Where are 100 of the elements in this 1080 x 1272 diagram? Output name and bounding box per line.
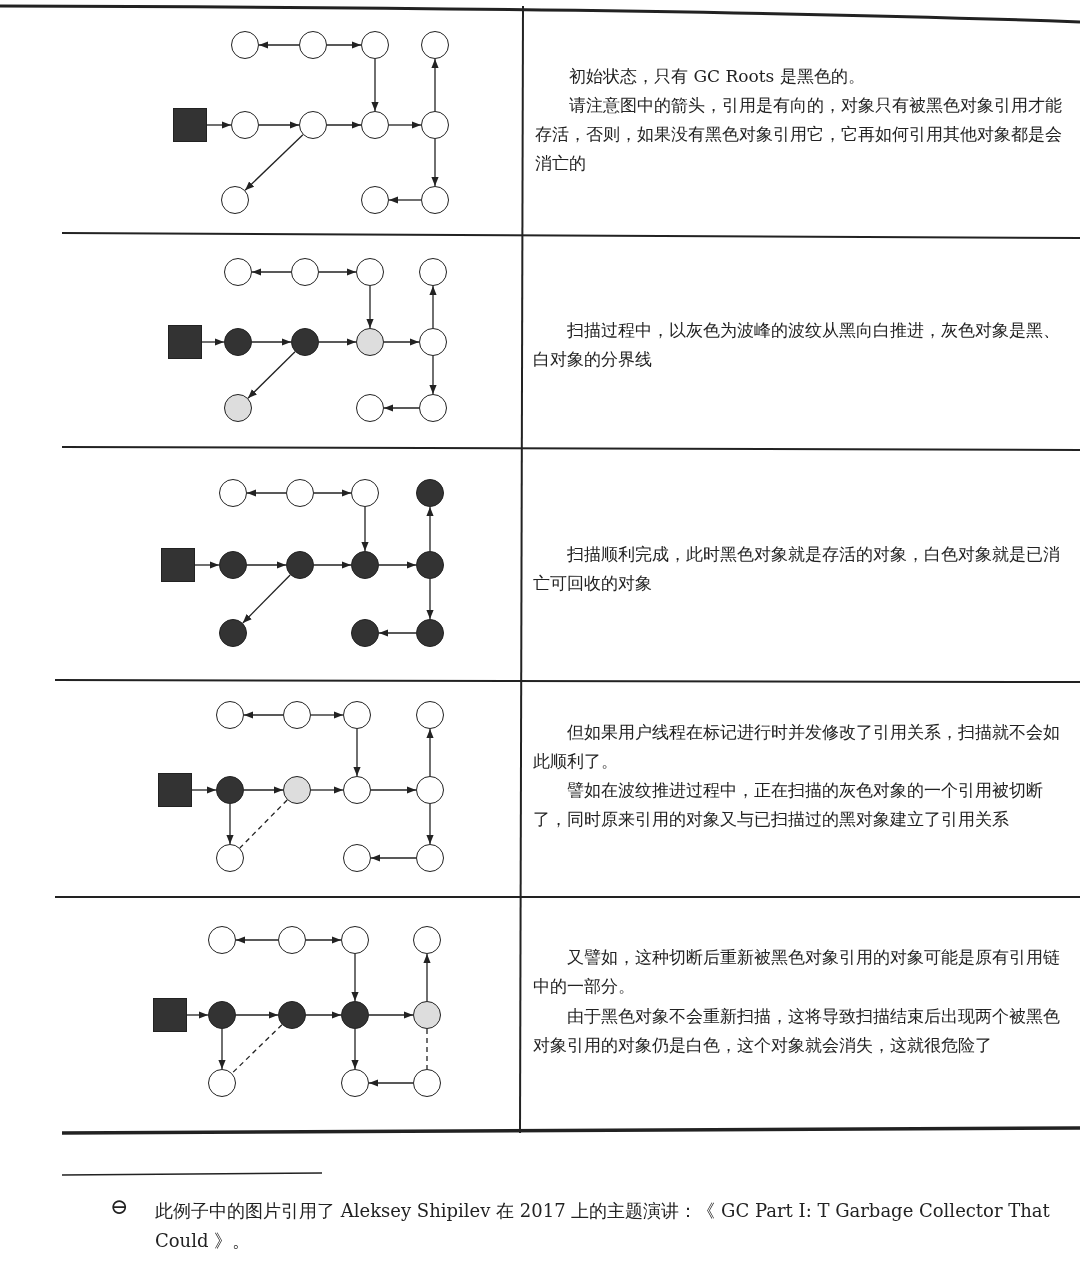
- description-text: 但如果用户线程在标记进行时并发修改了引用关系，扫描就不会如此顺利了。: [533, 721, 1061, 773]
- arrow: [368, 1079, 414, 1087]
- arrow: [258, 121, 300, 129]
- root-square: [153, 998, 187, 1032]
- arrow: [351, 953, 359, 1002]
- arrow: [218, 1028, 226, 1070]
- arrow: [226, 803, 234, 845]
- object-circle: [416, 619, 444, 647]
- object-circle: [221, 186, 249, 214]
- description-text: 请注意图中的箭头，引用是有向的，对象只有被黑色对象引用才能存活，否则，如果没有黑色对象引用它，它再如何引用其他对象都是会消亡的: [535, 94, 1063, 175]
- description-text: 又譬如，这种切断后重新被黑色对象引用的对象可能是原有引用链中的一部分。: [533, 946, 1061, 998]
- object-circle: [356, 258, 384, 286]
- arrow: [305, 936, 342, 944]
- arrow: [247, 351, 296, 399]
- root-square: [168, 325, 202, 359]
- object-circle: [343, 844, 371, 872]
- arrow: [194, 561, 220, 569]
- arrow: [251, 338, 292, 346]
- arrow: [305, 1011, 342, 1019]
- arrow: [361, 506, 369, 552]
- arrow: [370, 786, 417, 794]
- object-circle: [278, 926, 306, 954]
- arrow: [244, 134, 304, 191]
- description-text: 扫描过程中，以灰色为波峰的波纹从黑向白推进，灰色对象是黑、白对象的分界线: [533, 319, 1061, 371]
- object-circle: [286, 479, 314, 507]
- object-circle: [224, 328, 252, 356]
- arrow: [251, 268, 292, 276]
- object-circle: [283, 776, 311, 804]
- root-square: [161, 548, 195, 582]
- object-circle: [286, 551, 314, 579]
- arrow: [370, 854, 417, 862]
- object-circle: [216, 701, 244, 729]
- arrow: [431, 138, 439, 187]
- object-circle: [216, 844, 244, 872]
- object-circle: [351, 619, 379, 647]
- arrow: [206, 121, 232, 129]
- arrow: [258, 41, 300, 49]
- arrow: [366, 285, 374, 329]
- arrow: [371, 58, 379, 112]
- arrow: [246, 489, 287, 497]
- object-circle: [413, 926, 441, 954]
- arrow: [186, 1011, 209, 1019]
- object-circle: [416, 551, 444, 579]
- object-circle: [341, 1069, 369, 1097]
- object-circle: [291, 258, 319, 286]
- object-circle: [421, 186, 449, 214]
- arrow: [326, 41, 362, 49]
- object-circle: [291, 328, 319, 356]
- arrow: [429, 285, 437, 329]
- object-circle: [283, 701, 311, 729]
- object-circle: [219, 551, 247, 579]
- arrow: [426, 803, 434, 845]
- arrow: [426, 578, 434, 620]
- object-circle: [208, 1069, 236, 1097]
- object-circle: [416, 844, 444, 872]
- arrow: [243, 786, 284, 794]
- arrow: [383, 338, 420, 346]
- description-text: 由于黑色对象不会重新扫描，这将导致扫描结束后出现两个被黑色对象引用的对象仍是白色，这个对象就会消失，这就很危险了: [533, 1005, 1061, 1057]
- object-circle: [219, 479, 247, 507]
- arrow: [351, 1028, 359, 1070]
- object-circle: [356, 328, 384, 356]
- object-circle: [361, 186, 389, 214]
- root-square: [158, 773, 192, 807]
- arrow: [318, 268, 357, 276]
- object-circle: [341, 1001, 369, 1029]
- arrow: [201, 338, 225, 346]
- arrow: [235, 1011, 279, 1019]
- object-circle: [219, 619, 247, 647]
- object-circle: [299, 31, 327, 59]
- object-circle: [343, 701, 371, 729]
- arrow: [235, 936, 279, 944]
- arrow: [310, 786, 344, 794]
- description-text: 譬如在波纹推进过程中，正在扫描的灰色对象的一个引用被切断了，同时原来引用的对象又与已扫描过的黑对象建立了引用关系: [533, 779, 1044, 831]
- object-circle: [421, 111, 449, 139]
- arrow: [242, 574, 291, 624]
- object-circle: [419, 258, 447, 286]
- footnote-text: 此例子中的图片引用了 Aleksey Shipilev 在 2017 上的主题演讲：《 GC Part I: T Garbage Collector That Could 》。: [155, 1199, 1051, 1253]
- arrow: [246, 561, 287, 569]
- arrow: [191, 786, 217, 794]
- object-circle: [231, 31, 259, 59]
- arrow: [318, 338, 357, 346]
- description-text: 扫描顺利完成，此时黑色对象就是存活的对象，白色对象就是已消亡可回收的对象: [533, 543, 1061, 595]
- arrow: [313, 561, 352, 569]
- object-circle: [216, 776, 244, 804]
- object-circle: [419, 328, 447, 356]
- arrow: [383, 404, 420, 412]
- arrow: [423, 953, 431, 1002]
- object-circle: [343, 776, 371, 804]
- object-circle: [351, 479, 379, 507]
- arrow: [243, 711, 284, 719]
- description-text: 初始状态，只有 GC Roots 是黑色的。: [568, 65, 866, 88]
- object-circle: [421, 31, 449, 59]
- arrow: [326, 121, 362, 129]
- arrow: [388, 196, 422, 204]
- footnote-mark: ⊖: [110, 1194, 129, 1219]
- object-circle: [416, 479, 444, 507]
- object-circle: [299, 111, 327, 139]
- arrow: [353, 728, 361, 777]
- object-circle: [351, 551, 379, 579]
- arrow: [368, 1011, 414, 1019]
